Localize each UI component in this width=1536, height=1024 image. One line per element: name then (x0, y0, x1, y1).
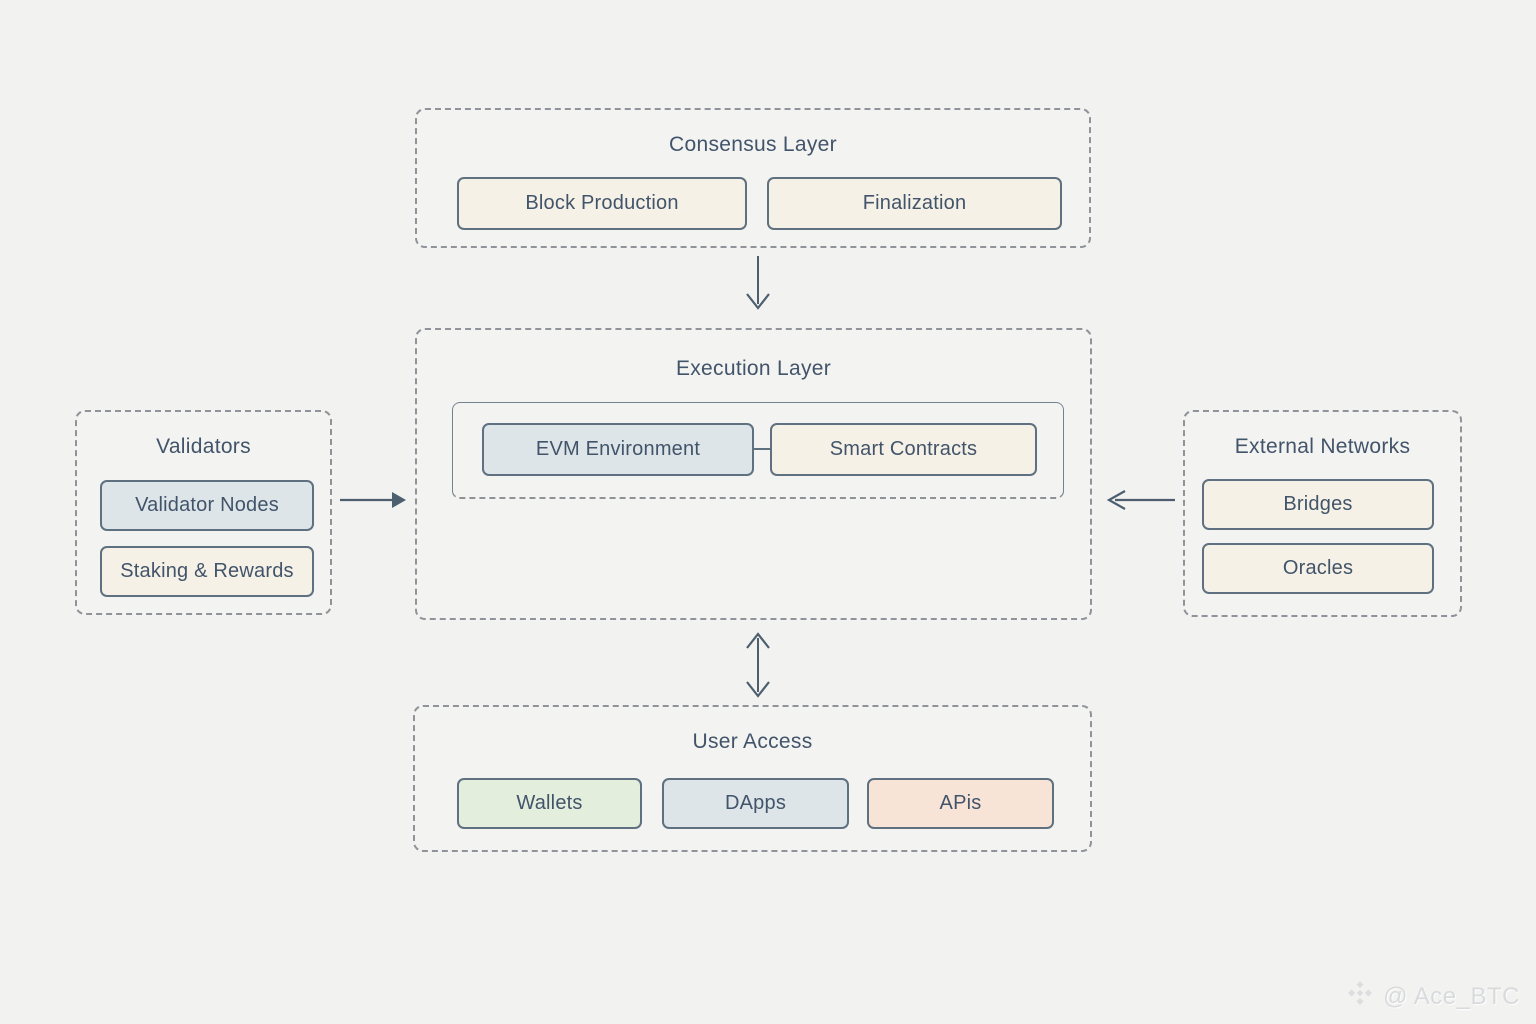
dapps-node: DApps (662, 778, 849, 829)
wallets-node: Wallets (457, 778, 642, 829)
execution-inner-frame (452, 402, 1064, 499)
arrow-external-to-execution-icon (1103, 488, 1177, 512)
external-networks-title: External Networks (1234, 435, 1411, 458)
user-access-title: User Access (692, 730, 813, 753)
smart-contracts-node: Smart Contracts (770, 423, 1037, 476)
arrow-execution-useraccess-bidirectional-icon (743, 630, 773, 700)
evm-environment-node: EVM Environment (482, 423, 754, 476)
oracles-node: Oracles (1202, 543, 1434, 594)
execution-layer-title: Execution Layer (675, 357, 832, 380)
execution-layer-group: Execution Layer EVM Environment Smart Co… (415, 328, 1092, 620)
finalization-node: Finalization (767, 177, 1062, 230)
evm-smartcontracts-connector (754, 448, 770, 450)
bridges-node: Bridges (1202, 479, 1434, 530)
block-production-node: Block Production (457, 177, 747, 230)
consensus-layer-title: Consensus Layer (669, 133, 837, 156)
watermark-handle: @ Ace_BTC (1383, 982, 1520, 1010)
binance-logo-icon (1346, 979, 1374, 1014)
watermark: @ Ace_BTC (1346, 979, 1520, 1014)
arrow-consensus-to-execution-icon (743, 254, 773, 316)
validator-nodes-node: Validator Nodes (100, 480, 314, 531)
arrow-validators-to-execution-icon (338, 488, 408, 512)
validators-title: Validators (156, 435, 251, 458)
staking-rewards-node: Staking & Rewards (100, 546, 314, 597)
external-networks-group: External Networks Bridges Oracles (1183, 410, 1462, 617)
consensus-layer-group: Consensus Layer Block Production Finaliz… (415, 108, 1091, 248)
validators-group: Validators Validator Nodes Staking & Rew… (75, 410, 332, 615)
user-access-group: User Access Wallets DApps APis (413, 705, 1092, 852)
apis-node: APis (867, 778, 1054, 829)
